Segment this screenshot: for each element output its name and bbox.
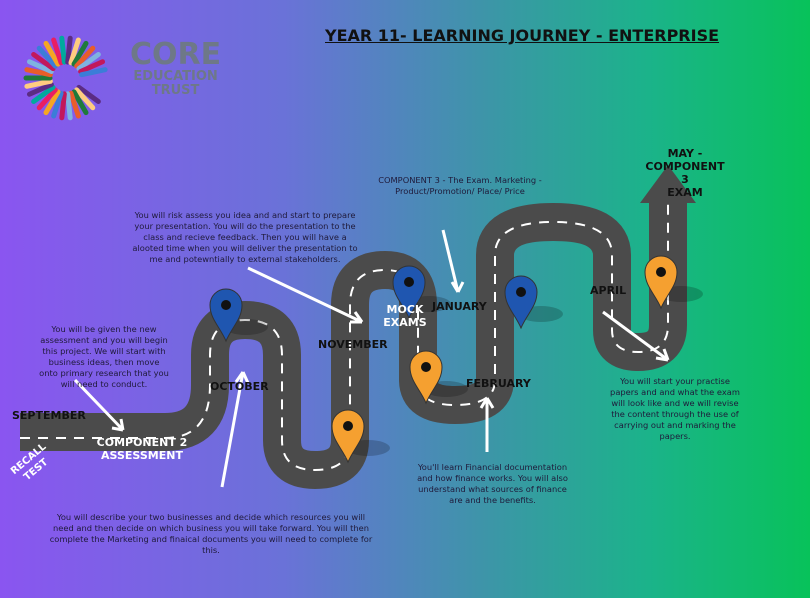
label-october: OCTOBER [210,380,269,393]
logo-ray [43,89,61,116]
note-risk: You will risk assess you idea and and st… [132,210,358,264]
label-september: SEPTEMBER [12,409,86,422]
logo-ray [68,90,81,119]
logo-ray [31,84,56,105]
logo-ray [24,67,53,78]
logo-ray [74,87,96,111]
logo-line3: TRUST [151,83,200,98]
map-pin-icon [392,265,451,320]
logo-ray [59,91,67,121]
logo-ray [43,40,61,67]
arrows [73,229,670,488]
label-november: NOVEMBER [318,338,388,351]
logo-ray [71,89,89,116]
note-component3: COMPONENT 3 - The Exam. Marketing - Prod… [378,175,542,196]
map-pin-icon [331,409,390,464]
component3: COMPONENT 3 [645,160,725,186]
logo-burst-icon [23,35,108,121]
mock: MOCK [386,303,424,316]
note-describe: You will describe your two businesses an… [49,512,373,555]
note-financial: You'll learn Financial documentation and… [417,462,568,505]
logo-line2: EDUCATION [133,69,218,84]
label-april: APRIL [590,284,627,297]
assessment: ASSESSMENT [101,449,183,462]
note-new-assessment: You will be given the new assessment and… [39,324,169,389]
map-pin-icon [409,350,468,405]
logo-text: CORE EDUCATION TRUST [130,40,221,98]
logo-ray [76,84,101,105]
logo-ray [78,59,106,74]
label-february: FEBRUARY [466,377,531,390]
label-january: JANUARY [432,300,487,313]
logo-ray [74,45,96,69]
may: MAY - [667,147,703,160]
logo-ray [36,45,58,69]
note-practise: You will start your practise papers and … [610,376,740,441]
logo-ray [51,90,64,119]
exams: EXAMS [383,316,427,329]
logo-ray [36,87,58,111]
road-arrow-head [640,165,696,203]
logo-ray [79,67,108,78]
page-title: YEAR 11- LEARNING JOURNEY - ENTERPRISE [325,26,720,45]
logo-ray [65,91,73,121]
map-pin-icon [644,255,703,310]
logo-ray [51,37,64,66]
logo-ray [71,40,89,67]
logo-ray [26,59,54,74]
logo-ray [24,78,53,89]
logo-name: CORE [130,37,222,72]
exam: EXAM [667,186,703,199]
map-pin-icon [209,288,268,343]
logo-ray [31,51,56,72]
logo-ray [26,82,54,97]
component2: COMPONENT 2 [96,436,188,449]
logo-ray [68,37,81,66]
logo-ray [76,51,101,72]
logo-ray [65,35,73,65]
map-pin-icon [504,275,563,330]
logo-ray [59,35,67,65]
